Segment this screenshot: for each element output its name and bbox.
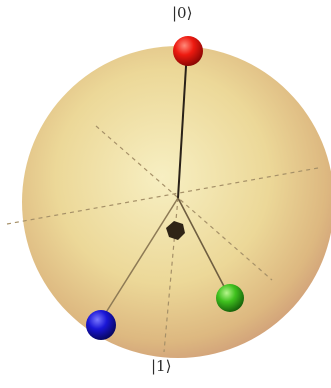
red-state-point (173, 36, 203, 66)
sphere-body (22, 46, 331, 358)
blue-state-point (86, 310, 116, 340)
ket-zero-label: |0⟩ (172, 4, 192, 22)
green-state-point (216, 284, 244, 312)
ket-one-label: |1⟩ (151, 357, 171, 375)
